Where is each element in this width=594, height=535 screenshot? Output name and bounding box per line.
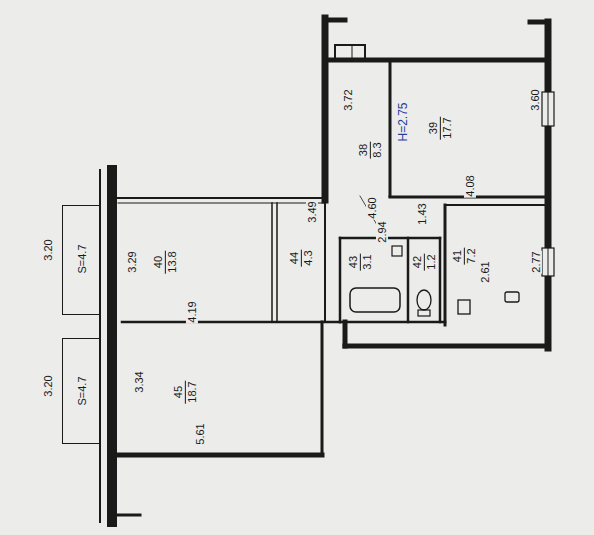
room-area: 17.7 — [441, 116, 454, 139]
wall — [118, 203, 325, 204]
room: 433.1 — [342, 240, 406, 286]
bathtub — [350, 288, 400, 312]
dimension: 3.20 — [42, 238, 54, 261]
wall — [340, 321, 445, 324]
dimension: 3.20 — [42, 374, 54, 397]
balcony-area: S=4.7 — [76, 375, 89, 406]
window — [548, 248, 549, 276]
wall — [325, 58, 548, 63]
room-label: S=4.7 — [76, 375, 89, 406]
sink — [392, 246, 402, 256]
window — [542, 248, 554, 276]
room-area: 18.7 — [186, 380, 199, 403]
room-label: S=4.7 — [76, 243, 89, 274]
room-number: 45 — [172, 380, 186, 403]
wall — [407, 238, 410, 322]
room-label: 4013.8 — [152, 250, 178, 273]
dimension: 3.34 — [133, 370, 145, 393]
dimension: 2.61 — [479, 260, 491, 283]
room: 421.2 — [410, 240, 439, 288]
wall — [324, 200, 326, 322]
wall — [271, 203, 273, 322]
wall — [545, 22, 552, 348]
dimension: 3.72 — [342, 88, 354, 111]
stove — [505, 292, 519, 302]
wall — [445, 204, 548, 206]
room-label: 444.3 — [288, 249, 314, 266]
wall — [107, 170, 117, 522]
room-number: 39 — [427, 116, 441, 139]
room-number: 43 — [347, 253, 361, 270]
room-number: 41 — [451, 247, 465, 264]
wall — [334, 45, 336, 60]
room-area: 4.3 — [302, 249, 315, 266]
wall — [389, 60, 392, 196]
room: 388.3 — [328, 62, 388, 196]
wall — [118, 514, 140, 517]
room-area: 7.2 — [465, 247, 478, 264]
wall — [352, 45, 353, 60]
room-area: 3.1 — [361, 253, 374, 270]
room-label: 388.3 — [357, 141, 383, 158]
dimension: 1.43 — [416, 202, 428, 225]
window — [548, 92, 549, 126]
room-label: 417.2 — [451, 247, 477, 264]
balcony-area: S=4.7 — [76, 243, 89, 274]
toilet-tank — [418, 310, 430, 316]
dimension: 3.29 — [126, 250, 138, 273]
dimension: 4.60 — [366, 196, 378, 219]
wall — [343, 322, 348, 346]
room-number: 42 — [411, 253, 425, 270]
dimension: 4.19 — [186, 300, 198, 323]
wall — [118, 197, 325, 199]
dimension: 5.61 — [194, 422, 206, 445]
balcony: S=4.7 — [62, 338, 100, 444]
dimension: 3.49 — [306, 200, 318, 223]
room-label: 3917.7 — [427, 116, 453, 139]
room-area: 8.3 — [371, 141, 384, 158]
room-label: 433.1 — [347, 253, 373, 270]
room-number: 44 — [288, 249, 302, 266]
wall — [122, 321, 340, 324]
wall — [444, 205, 447, 325]
dimension: 3.60 — [529, 88, 541, 111]
wall — [364, 45, 366, 60]
wall — [118, 453, 322, 458]
wall — [339, 238, 342, 322]
room-area: 13.8 — [166, 250, 179, 273]
window — [542, 92, 554, 126]
wall — [322, 18, 329, 200]
room-label: 4518.7 — [172, 380, 198, 403]
height-note: H=2.75 — [397, 101, 410, 142]
toilet — [417, 290, 431, 310]
wall — [335, 44, 365, 46]
wall — [439, 238, 442, 322]
room-area: 1.2 — [425, 253, 438, 270]
wall — [340, 237, 440, 240]
kitchen-sink — [458, 300, 470, 314]
dimension: 2.94 — [376, 220, 388, 243]
room-label: 421.2 — [411, 253, 437, 270]
wall — [276, 203, 278, 322]
dimension: 4.08 — [464, 174, 476, 197]
room: 4518.7 — [125, 325, 320, 453]
balcony: S=4.7 — [62, 205, 100, 315]
wall — [325, 18, 345, 23]
dimension: 2.77 — [530, 250, 542, 273]
room-number: 40 — [152, 250, 166, 273]
wall — [345, 344, 548, 349]
room-number: 38 — [357, 141, 371, 158]
wall — [321, 322, 324, 455]
